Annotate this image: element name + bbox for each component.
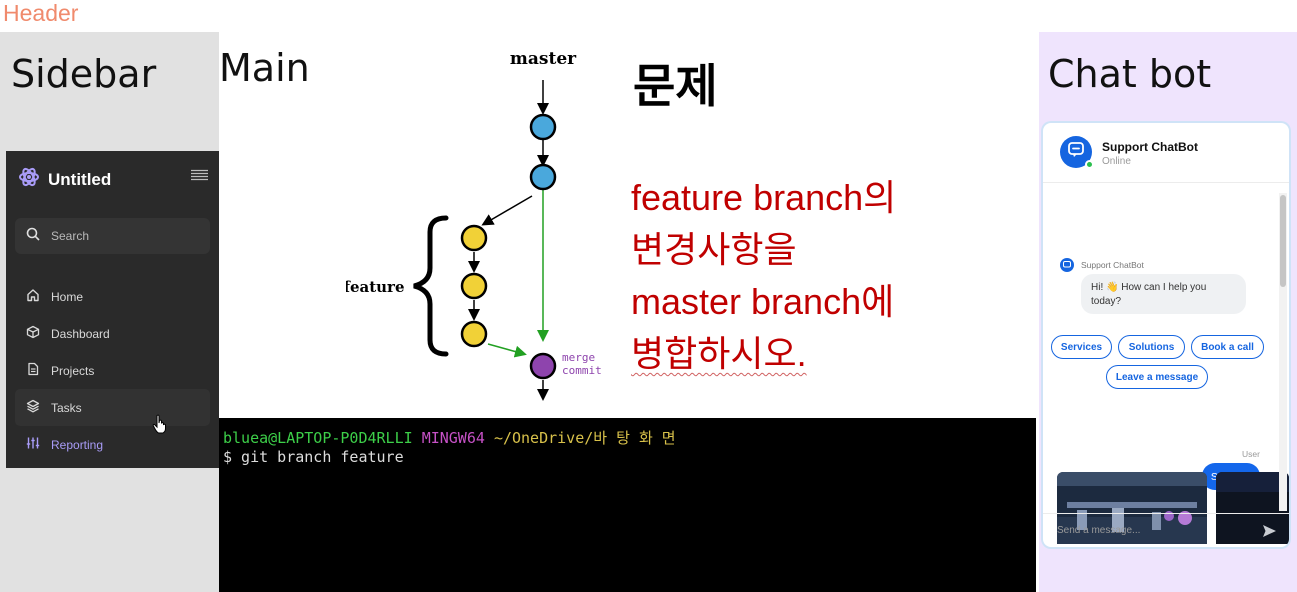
- git-branch-diagram: master feature merge commit: [346, 49, 602, 401]
- feature-commit-2: [460, 272, 488, 300]
- chat-header: Support ChatBot Online: [1043, 123, 1289, 183]
- sliders-icon: [26, 436, 40, 453]
- bot-mini-avatar-icon: [1060, 258, 1074, 272]
- sidebar-item-label: Home: [51, 289, 84, 304]
- hand-cursor-icon: [152, 414, 168, 439]
- quick-reply-services[interactable]: Services: [1051, 335, 1112, 359]
- hamburger-menu-icon[interactable]: [191, 169, 208, 182]
- bot-greeting-bubble: Hi! 👋 How can I help you today?: [1081, 274, 1246, 314]
- sidebar-item-dashboard[interactable]: Dashboard: [15, 315, 210, 352]
- home-icon: [26, 288, 40, 305]
- sidebar-column: Sidebar Untitled: [0, 32, 219, 592]
- search-icon: [26, 227, 40, 246]
- sidebar-item-label: Projects: [51, 363, 95, 378]
- chatbot-column: Chat bot Support ChatBot Online Support: [1039, 32, 1297, 592]
- sidebar-panel: Untitled Home: [6, 151, 219, 468]
- chat-message-input[interactable]: [1057, 525, 1247, 536]
- layers-icon: [26, 399, 40, 416]
- main-title: Main: [219, 46, 310, 90]
- bot-message-header: Support ChatBot: [1060, 258, 1144, 272]
- sidebar-brand-label: Untitled: [48, 169, 112, 189]
- feature-commit-3: [460, 320, 488, 348]
- chat-scrollbar-thumb[interactable]: [1280, 195, 1286, 287]
- sidebar-title: Sidebar: [11, 52, 157, 96]
- terminal-path: ~/OneDrive/바 탕 화 면: [493, 429, 676, 447]
- send-icon[interactable]: [1262, 524, 1277, 538]
- chat-widget: Support ChatBot Online Support ChatBot H…: [1043, 123, 1289, 547]
- quick-reply-solutions[interactable]: Solutions: [1118, 335, 1185, 359]
- search-input[interactable]: [51, 229, 201, 243]
- online-status-dot: [1085, 160, 1094, 169]
- terminal-shell: MINGW64: [421, 429, 485, 447]
- master-commit-1: [529, 113, 557, 141]
- sidebar-item-tasks[interactable]: Tasks: [15, 389, 210, 426]
- sidebar-item-label: Tasks: [51, 400, 82, 415]
- problem-line-2: 변경사항을: [631, 229, 797, 270]
- terminal-command: $ git branch feature: [223, 448, 404, 466]
- sidebar-item-projects[interactable]: Projects: [15, 352, 210, 389]
- problem-text: feature branch의 변경사항을 master branch에 병합하…: [631, 172, 1031, 380]
- sidebar-item-label: Reporting: [51, 437, 104, 452]
- document-icon: [26, 362, 40, 379]
- merge-label: merge: [562, 351, 595, 364]
- feature-branch-label: feature: [346, 278, 405, 296]
- merge-commit: [529, 352, 557, 380]
- chat-messages[interactable]: Support ChatBot Hi! 👋 How can I help you…: [1043, 184, 1289, 512]
- master-branch-label: master: [510, 49, 577, 69]
- problem-line-4: 병합하시오.: [631, 333, 807, 374]
- terminal-window[interactable]: bluea@LAPTOP-P0D4RLLI MINGW64 ~/OneDrive…: [219, 418, 1036, 592]
- commit-label: commit: [562, 364, 602, 377]
- chat-bubble-icon: [1067, 141, 1085, 164]
- terminal-user: bluea@LAPTOP-P0D4RLLI: [223, 429, 413, 447]
- bot-sender-name: Support ChatBot: [1081, 260, 1144, 270]
- problem-line-3: master branch에: [631, 281, 895, 322]
- chat-composer: [1043, 513, 1289, 547]
- header-label: Header: [3, 0, 79, 26]
- sidebar-item-home[interactable]: Home: [15, 278, 210, 315]
- master-commit-2: [529, 163, 557, 191]
- cube-icon: [26, 325, 40, 342]
- chatbot-status: Online: [1102, 156, 1131, 167]
- sidebar-item-reporting[interactable]: Reporting: [15, 426, 210, 463]
- chatbot-name: Support ChatBot: [1102, 140, 1198, 154]
- sidebar-brand[interactable]: Untitled: [18, 166, 111, 193]
- quick-reply-book-a-call[interactable]: Book a call: [1191, 335, 1264, 359]
- chat-scrollbar-track[interactable]: [1279, 193, 1287, 511]
- brand-logo-icon: [18, 166, 40, 193]
- feature-commit-1: [460, 224, 488, 252]
- chatbot-title: Chat bot: [1048, 52, 1212, 96]
- problem-title: 문제: [633, 59, 718, 113]
- sidebar-item-label: Dashboard: [51, 326, 110, 341]
- feature-brace: [413, 215, 449, 357]
- problem-line-1: feature branch의: [631, 177, 897, 218]
- sidebar-nav: Home Dashboard Projects: [15, 278, 210, 463]
- quick-reply-leave-a-message[interactable]: Leave a message: [1106, 365, 1208, 389]
- terminal-prompt-line: bluea@LAPTOP-P0D4RLLI MINGW64 ~/OneDrive…: [223, 429, 1036, 448]
- user-sender-label: User: [1242, 449, 1260, 459]
- sidebar-search[interactable]: [15, 218, 210, 254]
- main-column: Main master feature merge commit: [219, 32, 1039, 592]
